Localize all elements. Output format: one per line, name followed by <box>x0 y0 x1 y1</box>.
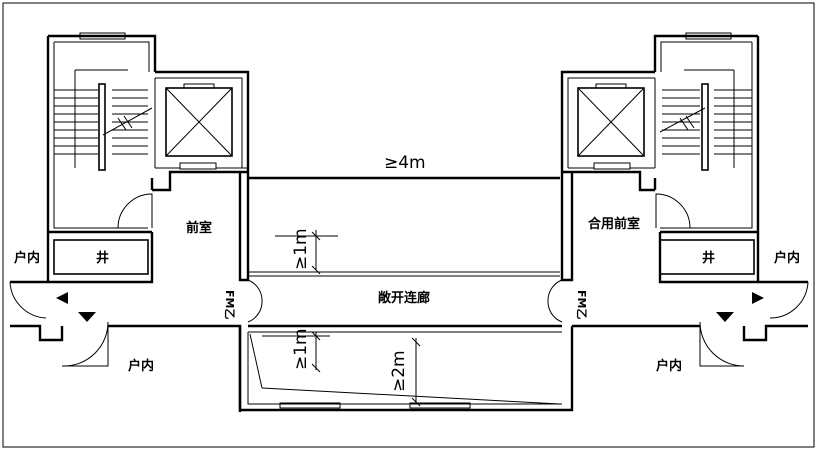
left-stair-wall <box>46 34 157 284</box>
right-front-room-wall <box>562 170 655 192</box>
left-fm-label: FM乙 <box>223 290 236 319</box>
upper-balcony-rail <box>248 271 560 277</box>
right-stair-break <box>659 107 706 133</box>
width-1m-label-upper: ≥1m <box>291 228 311 270</box>
left-unit-wall <box>10 280 64 342</box>
right-elevator-wall-inner <box>567 77 656 168</box>
right-shaft <box>659 239 755 275</box>
lower-balcony-inner <box>247 331 562 405</box>
right-elevator-wall <box>560 70 655 172</box>
corridor: ≥4m ≥1m 敞开连廊 FM乙 FM乙 ≥1m ≥2m <box>223 153 588 412</box>
left-stair-break <box>102 107 153 136</box>
left-front-room-wall <box>152 170 248 192</box>
right-fm-label: FM乙 <box>575 290 588 319</box>
left-unit-door-arc2 <box>63 321 109 367</box>
right-indoor-label-bottom: 户内 <box>656 358 682 374</box>
left-unit-door-arc <box>9 281 109 367</box>
shared-front-room-label: 合用前室 <box>588 216 640 232</box>
left-corridor-post <box>238 172 250 282</box>
left-elevator-wall <box>155 70 250 172</box>
left-indoor-label-bottom: 户内 <box>128 358 154 374</box>
left-front-room-label: 前室 <box>186 220 212 236</box>
right-building: 井 合用前室 <box>560 32 760 284</box>
right-unit-wall <box>742 280 808 342</box>
left-shaft <box>53 239 149 275</box>
right-stair-handrail <box>701 83 709 171</box>
right-shaft-label: 井 <box>702 250 715 266</box>
down-arrow-icon <box>78 312 96 322</box>
lower-balcony-outer <box>238 326 574 412</box>
left-arrow-icon <box>56 292 68 304</box>
left-window-top <box>79 32 126 40</box>
right-indoor-label-top: 户内 <box>774 250 800 266</box>
right-unit-entry: 户内 户内 <box>572 250 809 374</box>
left-shaft-label: 井 <box>96 250 109 266</box>
right-unit-door-arc <box>699 281 809 367</box>
right-stair-door-arc <box>655 193 691 229</box>
right-stair-wall <box>653 34 760 284</box>
left-indoor-label-top: 户内 <box>14 250 40 266</box>
down-arrow-icon-right <box>716 312 734 322</box>
left-stair-door-arc <box>117 193 153 229</box>
right-unit-door-arc2 <box>699 321 745 367</box>
width-1m-label-lower: ≥1m <box>291 328 311 370</box>
right-stair-treads <box>662 69 752 168</box>
left-elevator-wall-inner <box>154 77 243 168</box>
left-stair-handrail <box>98 83 106 171</box>
left-fm-door-arc <box>247 279 263 323</box>
left-stair-wall-inner <box>53 41 150 229</box>
left-building: 井 前室 <box>46 32 250 284</box>
right-corridor-post <box>560 172 574 282</box>
open-corridor-label: 敞开连廊 <box>378 290 430 306</box>
width-2m-label: ≥2m <box>389 350 409 392</box>
right-window-top <box>685 32 732 40</box>
left-elevator-door <box>179 162 217 170</box>
right-stair-wall-inner <box>660 41 753 229</box>
right-elevator-door <box>593 162 631 170</box>
right-fm-door-arc <box>547 279 563 323</box>
width-4m-label: ≥4m <box>384 153 426 173</box>
right-arrow-icon <box>752 292 764 304</box>
